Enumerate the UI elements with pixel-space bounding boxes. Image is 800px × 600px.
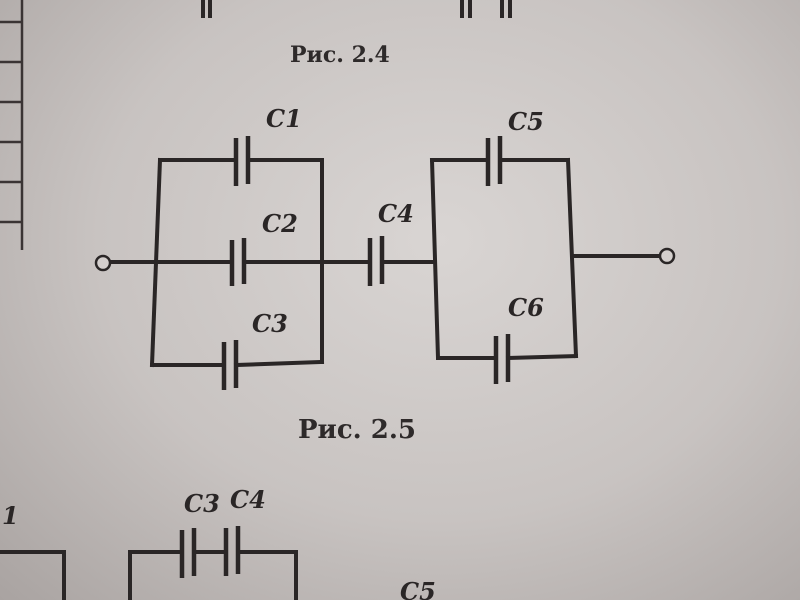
label-c4: C4 xyxy=(378,199,414,228)
label-next-c4: C4 xyxy=(230,485,266,514)
capacitor-c2-symbol xyxy=(229,238,247,286)
label-next-c3: C3 xyxy=(184,489,220,518)
capacitor-c3-symbol xyxy=(221,340,239,390)
label-c1: C1 xyxy=(266,104,302,133)
capacitor-c4-symbol xyxy=(367,236,385,286)
label-c6: C6 xyxy=(508,293,544,322)
previous-figure-fragment xyxy=(201,0,512,18)
figure-caption-2-5: Рис. 2.5 xyxy=(298,415,416,445)
label-next-c5-partial: C5 xyxy=(400,577,436,600)
capacitor-c1-symbol xyxy=(233,136,251,186)
capacitor-c5-symbol xyxy=(485,136,503,186)
label-next-c1-partial: 1 xyxy=(2,501,19,530)
capacitor-c6-symbol xyxy=(493,334,511,384)
input-terminal xyxy=(94,254,112,272)
label-c3: C3 xyxy=(252,309,288,338)
figure-caption-2-4: Рис. 2.4 xyxy=(290,42,390,68)
label-c5: C5 xyxy=(508,107,544,136)
circuit-wires xyxy=(108,157,662,368)
output-terminal xyxy=(658,247,676,265)
margin-table xyxy=(0,0,24,250)
label-c2: C2 xyxy=(262,209,298,238)
next-figure-fragment xyxy=(0,526,298,600)
